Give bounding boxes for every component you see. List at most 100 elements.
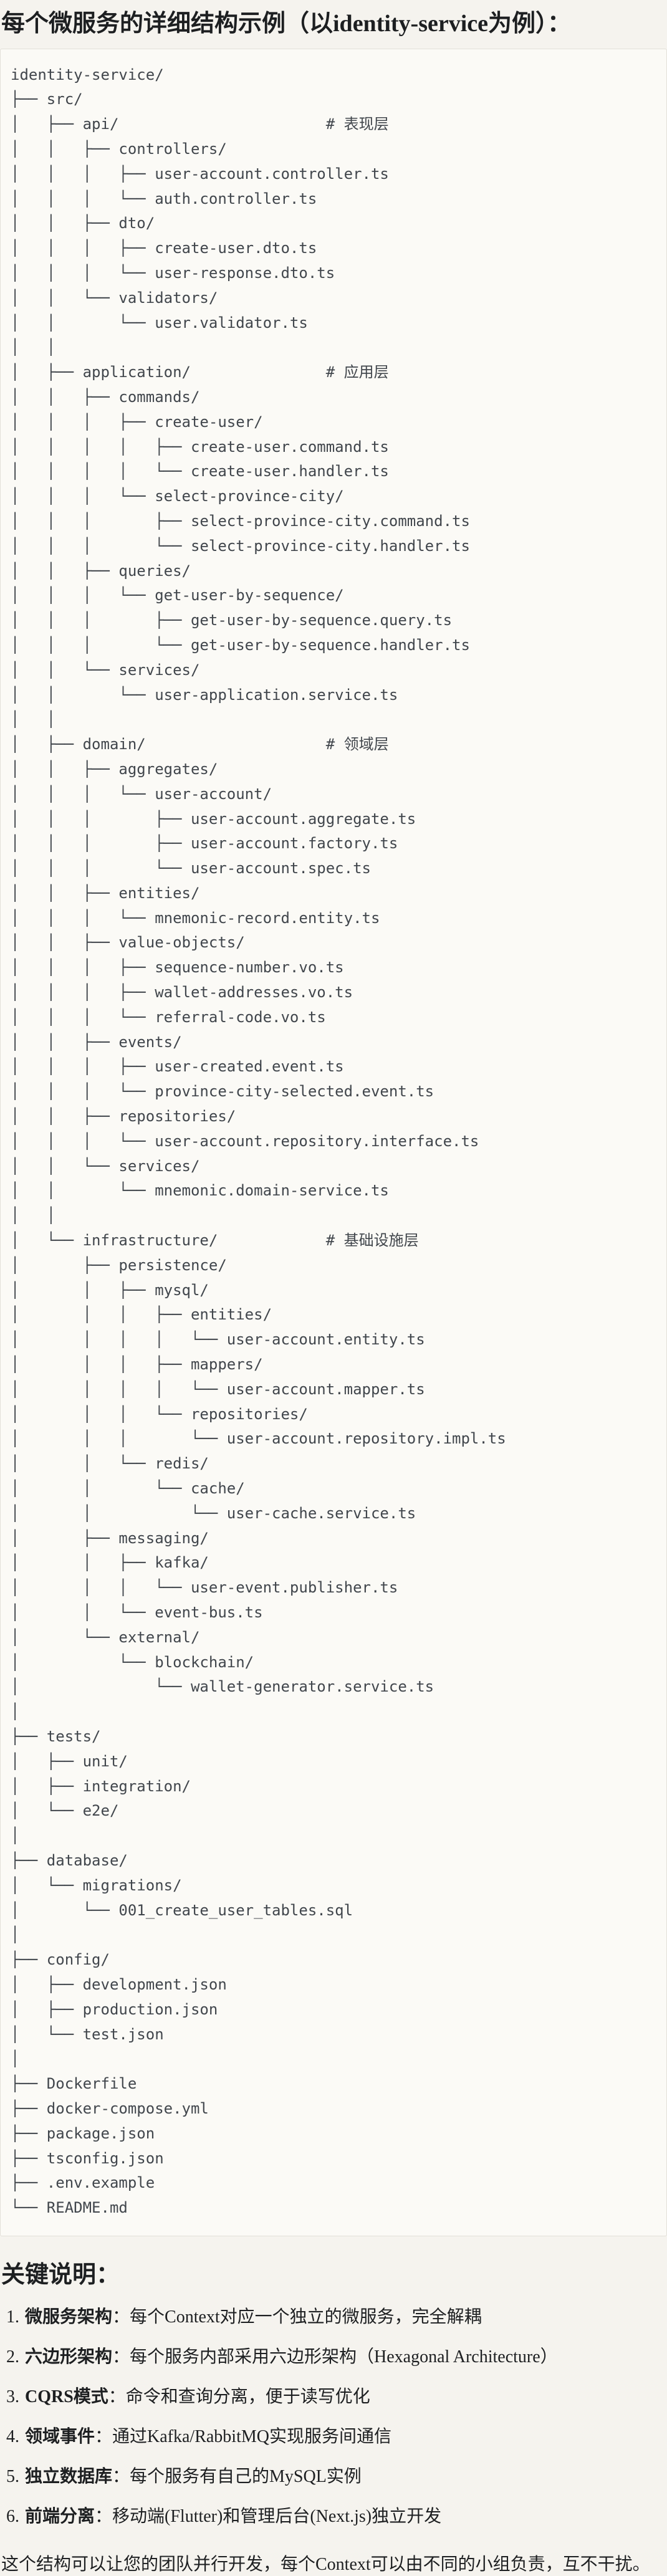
layer-comment: # 基础设施层 <box>325 1232 419 1250</box>
tree-line: ├── src/ <box>11 90 83 108</box>
tree-line: │ │ └── validators/ <box>11 289 218 307</box>
tree-line: │ ├── integration/ <box>11 1777 191 1795</box>
tree-line: │ │ └── cache/ <box>11 1480 245 1498</box>
tree-line: │ │ │ ├── mappers/ <box>11 1356 263 1374</box>
note-item-term: 独立数据库 <box>25 2466 113 2486</box>
tree-line: │ └── infrastructure/ # 基础设施层 <box>11 1228 660 1253</box>
tree-line: │ │ <box>11 711 56 729</box>
tree-line: │ │ ├── events/ <box>11 1033 182 1051</box>
tree-line: │ └── external/ <box>11 1628 200 1646</box>
tree-line: │ ├── production.json <box>11 2000 218 2018</box>
tree-line: │ │ │ ├── user-account.controller.ts <box>11 165 389 183</box>
tree-path: │ ├── api/ <box>11 115 326 133</box>
tree-line: │ │ │ ├── wallet-addresses.vo.ts <box>11 984 353 1002</box>
note-item-number: 6. <box>6 2506 19 2526</box>
tree-line: │ │ ├── queries/ <box>11 562 191 580</box>
note-item-term: CQRS模式 <box>25 2387 108 2406</box>
tree-line: │ │ ├── aggregates/ <box>11 760 218 778</box>
tree-line: │ <box>11 1703 20 1721</box>
note-item-number: 2. <box>6 2347 19 2367</box>
tree-line: │ │ │ ├── get-user-by-sequence.query.ts <box>11 611 453 630</box>
tree-line: │ │ └── services/ <box>11 661 200 679</box>
tree-line: │ │ │ ├── user-account.aggregate.ts <box>11 810 416 828</box>
tree-line: │ │ └── event-bus.ts <box>11 1604 263 1621</box>
tree-line: │ │ │ └── user-response.dto.ts <box>11 264 335 282</box>
tree-line: │ │ │ ├── select-province-city.command.t… <box>11 512 470 530</box>
layer-comment: # 应用层 <box>325 363 389 381</box>
tree-line: │ │ │ ├── sequence-number.vo.ts <box>11 959 344 977</box>
tree-line: │ ├── domain/ # 领域层 <box>11 732 660 757</box>
note-item-term: 微服务架构 <box>25 2307 113 2327</box>
note-item-text: ：移动端(Flutter)和管理后台(Next.js)独立开发 <box>95 2506 442 2526</box>
tree-line: │ <box>11 1827 20 1845</box>
tree-line: │ │ ├── controllers/ <box>11 140 227 158</box>
file-tree: identity-service/ ├── src/ │ ├── api/ # 表现… <box>0 48 667 2236</box>
note-item-term: 六边形架构 <box>25 2347 113 2367</box>
tree-path: │ └── infrastructure/ <box>11 1232 326 1250</box>
tree-line: │ │ ├── commands/ <box>11 388 200 406</box>
tree-line: │ │ │ └── mnemonic-record.entity.ts <box>11 909 380 927</box>
tree-line: │ │ ├── dto/ <box>11 214 155 232</box>
notes-heading: 关键说明： <box>1 2261 120 2288</box>
note-item: 5. 独立数据库：每个服务有自己的MySQL实例 <box>6 2466 667 2487</box>
tree-path: │ ├── domain/ <box>11 735 326 754</box>
tree-line: │ │ │ ├── user-created.event.ts <box>11 1058 344 1076</box>
tree-line: │ <box>11 1926 20 1944</box>
tree-line: identity-service/ <box>11 65 164 84</box>
tree-line: │ └── e2e/ <box>11 1802 119 1820</box>
note-item: 1.微服务架构：每个Context对应一个独立的微服务，完全解耦 <box>6 2306 667 2328</box>
tree-line: │ │ └── mnemonic.domain-service.ts <box>11 1182 389 1200</box>
tree-line: │ │ ├── entities/ <box>11 884 200 902</box>
tree-line: │ │ │ └── select-province-city.handler.t… <box>11 537 470 555</box>
tree-line: │ │ └── user.validator.ts <box>11 314 308 332</box>
tree-line: │ │ │ └── user-account.spec.ts <box>11 859 371 878</box>
tree-line: │ │ │ └── auth.controller.ts <box>11 189 317 208</box>
layer-comment: # 领域层 <box>325 735 389 754</box>
note-item-text: ：每个Context对应一个独立的微服务，完全解耦 <box>112 2307 482 2327</box>
note-item-text: ：每个服务内部采用六边形架构（Hexagonal Architecture） <box>112 2347 558 2367</box>
tree-line: │ └── 001_create_user_tables.sql <box>11 1901 353 1919</box>
tree-line: │ <box>11 2050 20 2068</box>
tree-line: │ │ │ └── user-account.repository.interf… <box>11 1132 479 1150</box>
note-item-number: 4. <box>6 2426 19 2446</box>
tree-line: ├── config/ <box>11 1951 110 1969</box>
tree-line: │ ├── api/ # 表现层 <box>11 112 660 137</box>
tree-line: └── README.md <box>11 2199 128 2217</box>
layer-comment: # 表现层 <box>325 115 389 133</box>
tree-line: ├── database/ <box>11 1851 128 1869</box>
tree-line: │ │ │ └── user-event.publisher.ts <box>11 1579 398 1597</box>
note-item: 4.领域事件：通过Kafka/RabbitMQ实现服务间通信 <box>6 2426 667 2448</box>
tree-line: │ │ └── user-application.service.ts <box>11 686 398 704</box>
note-item: 3.CQRS模式：命令和查询分离，便于读写优化 <box>6 2386 667 2408</box>
tree-line: │ │ │ └── get-user-by-sequence.handler.t… <box>11 636 470 654</box>
tree-line: │ │ └── redis/ <box>11 1455 209 1473</box>
tree-line: │ │ │ └── user-account.repository.impl.t… <box>11 1430 506 1448</box>
tree-line: │ └── migrations/ <box>11 1876 182 1894</box>
note-item-term: 领域事件 <box>25 2426 95 2446</box>
tree-line: │ │ <box>11 338 56 357</box>
tree-line: │ │ │ └── user-account/ <box>11 785 272 803</box>
tree-line: │ │ │ ├── entities/ <box>11 1306 272 1324</box>
tree-line: │ │ ├── mysql/ <box>11 1281 209 1299</box>
note-item: 6. 前端分离：移动端(Flutter)和管理后台(Next.js)独立开发 <box>6 2506 667 2527</box>
tree-line: │ │ │ │ ├── create-user.command.ts <box>11 438 389 456</box>
note-item-number: 3. <box>6 2387 19 2406</box>
tree-line: │ │ │ │ └── user-account.mapper.ts <box>11 1380 425 1398</box>
tree-line: │ │ ├── kafka/ <box>11 1554 209 1572</box>
note-item-term: 前端分离 <box>25 2506 95 2526</box>
tree-line: │ │ │ └── get-user-by-sequence/ <box>11 587 344 605</box>
tree-line: │ └── test.json <box>11 2025 164 2043</box>
note-item-text: ：每个服务有自己的MySQL实例 <box>112 2466 362 2486</box>
tree-line: ├── Dockerfile <box>11 2075 137 2093</box>
tree-line: │ │ │ ├── user-account.factory.ts <box>11 835 398 853</box>
tree-line: │ └── blockchain/ <box>11 1653 254 1671</box>
note-item-number: 5. <box>6 2466 19 2486</box>
closing-paragraph: 这个结构可以让您的团队并行开发，每个Context可以由不同的小组负责，互不干扰… <box>1 2554 650 2574</box>
tree-line: │ │ │ │ └── create-user.handler.ts <box>11 462 389 481</box>
tree-line: │ │ │ └── province-city-selected.event.t… <box>11 1083 434 1101</box>
tree-line: │ │ │ │ └── user-account.entity.ts <box>11 1331 425 1349</box>
tree-line: ├── docker-compose.yml <box>11 2099 209 2117</box>
tree-line: │ ├── messaging/ <box>11 1529 209 1547</box>
tree-line: ├── tests/ <box>11 1727 101 1745</box>
tree-line: │ │ ├── value-objects/ <box>11 934 245 952</box>
